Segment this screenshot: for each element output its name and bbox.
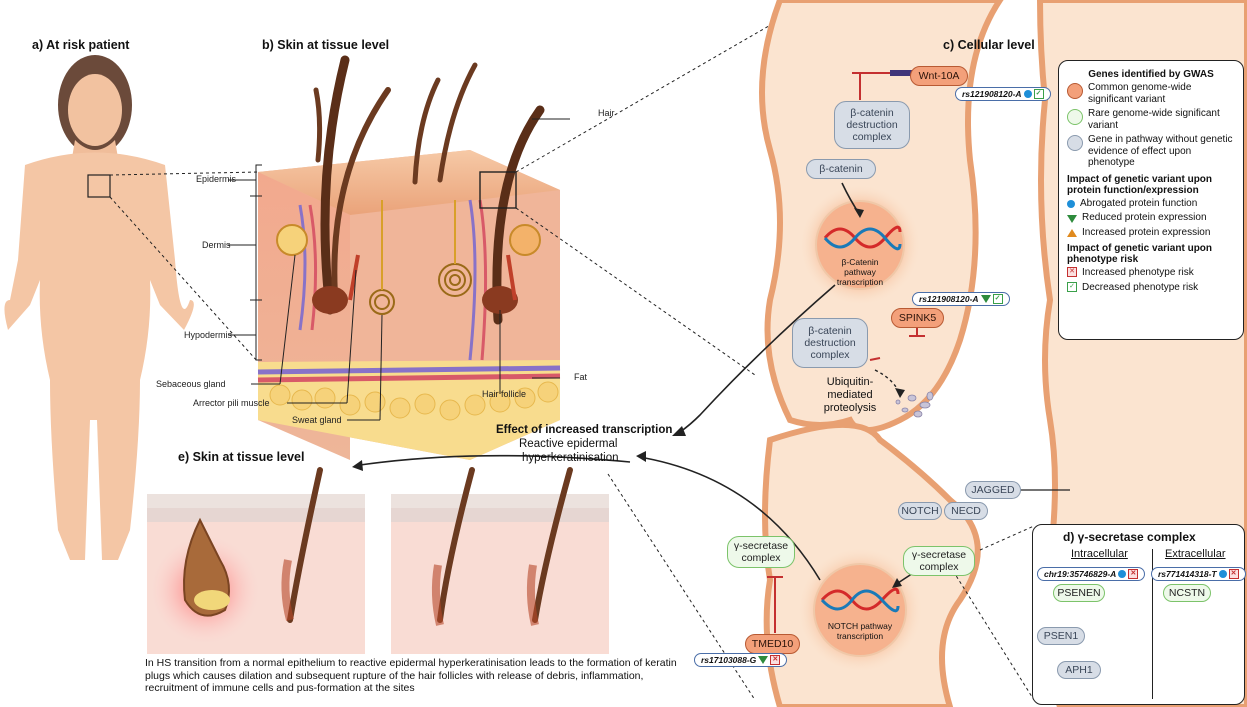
variant-chr19: chr19:35746829-A ✕	[1037, 567, 1145, 581]
legend-increased-text: Increased protein expression	[1082, 227, 1210, 239]
panel-b-title: b) Skin at tissue level	[262, 38, 389, 52]
panel-e-title: e) Skin at tissue level	[178, 450, 304, 464]
gene-aph1: APH1	[1057, 661, 1101, 679]
legend-reduced: Reduced protein expression	[1067, 212, 1235, 224]
label-dermis: Dermis	[202, 240, 231, 250]
legend-abrogated: Abrogated protein function	[1067, 198, 1235, 210]
variant-tmed10-id: rs17103088-G	[701, 655, 756, 665]
down-triangle-icon	[1067, 215, 1077, 223]
orange-circle-icon	[1067, 83, 1083, 99]
skin-sections	[147, 470, 609, 654]
abrogated-icon	[1219, 570, 1227, 578]
reduced-icon	[981, 295, 991, 303]
label-arrector-pili: Arrector pili muscle	[193, 398, 270, 408]
label-epidermis: Epidermis	[196, 174, 236, 184]
gamma-secretase-1: γ-secretase complex	[727, 536, 795, 568]
panel-c-title: c) Cellular level	[943, 38, 1035, 52]
gamma-secretase-panel: d) γ-secretase complex Intracellular Ext…	[1032, 524, 1245, 705]
variant-spink5-id: rs121908120-A	[919, 294, 979, 304]
legend-risk-title: Impact of genetic variant upon phenotype…	[1067, 243, 1235, 265]
gene-ncstn: NCSTN	[1163, 584, 1211, 602]
legend-dec-risk: ✓ Decreased phenotype risk	[1067, 282, 1235, 294]
variant-tmed10: rs17103088-G ✕	[694, 653, 787, 667]
caption: In HS transition from a normal epitheliu…	[145, 657, 695, 695]
reduced-icon	[758, 656, 768, 664]
legend-common: Common genome-wide significant variant	[1067, 82, 1235, 105]
bcat-transcription-label: β-Catenin pathway transcription	[830, 258, 890, 287]
check-icon: ✓	[993, 294, 1003, 304]
variant-ncstn: rs771414318-T ✕	[1151, 567, 1246, 581]
legend-pathway-text: Gene in pathway without genetic evidence…	[1088, 134, 1235, 169]
legend-title: Genes identified by GWAS	[1067, 69, 1235, 80]
effect-title: Effect of increased transcription	[496, 424, 672, 436]
gamma-secretase-2: γ-secretase complex	[903, 546, 975, 576]
legend-reduced-text: Reduced protein expression	[1082, 212, 1207, 224]
panel-a-title: a) At risk patient	[32, 38, 129, 52]
label-hypodermis: Hypodermis	[184, 330, 232, 340]
gene-wnt10a: Wnt-10A	[910, 66, 968, 86]
beta-catenin: β-catenin	[806, 159, 876, 179]
gene-psenen: PSENEN	[1053, 584, 1105, 602]
x-box-icon: ✕	[1067, 267, 1077, 277]
legend-inc-risk-text: Increased phenotype risk	[1082, 267, 1194, 279]
grey-circle-icon	[1067, 135, 1083, 151]
variant-ncstn-id: rs771414318-T	[1158, 569, 1217, 579]
label-sweat-gland: Sweat gland	[292, 415, 342, 425]
blue-dot-icon	[1067, 200, 1075, 208]
effect-line1: Reactive epidermal	[519, 438, 617, 450]
up-triangle-icon	[1067, 229, 1077, 237]
skin-block	[258, 60, 560, 460]
legend-increased: Increased protein expression	[1067, 227, 1235, 239]
panel-d-title: d) γ-secretase complex	[1063, 530, 1196, 544]
variant-wnt10a-id: rs121908120-A	[962, 89, 1022, 99]
notch: NOTCH	[898, 502, 942, 520]
legend-rare-text: Rare genome-wide significant variant	[1088, 108, 1235, 131]
check-box-icon: ✓	[1067, 282, 1077, 292]
legend-protein-title: Impact of genetic variant upon protein f…	[1067, 174, 1235, 196]
legend-abrogated-text: Abrogated protein function	[1080, 198, 1197, 210]
label-hair-follicle: Hair follicle	[482, 389, 526, 399]
legend-pathway: Gene in pathway without genetic evidence…	[1067, 134, 1235, 169]
destruction-complex-2: β-catenin destruction complex	[792, 318, 868, 368]
variant-chr19-id: chr19:35746829-A	[1044, 569, 1116, 579]
abrogated-icon	[1024, 90, 1032, 98]
x-icon: ✕	[1229, 569, 1239, 579]
variant-spink5: rs121908120-A ✓	[912, 292, 1010, 306]
extracellular-label: Extracellular	[1165, 548, 1226, 560]
effect-line2: hyperkeratinisation	[522, 452, 619, 464]
x-icon: ✕	[770, 655, 780, 665]
legend-rare: Rare genome-wide significant variant	[1067, 108, 1235, 131]
necd: NECD	[944, 502, 988, 520]
destruction-complex-1: β-catenin destruction complex	[834, 101, 910, 149]
abrogated-icon	[1118, 570, 1126, 578]
legend-inc-risk: ✕ Increased phenotype risk	[1067, 267, 1235, 279]
intracellular-label: Intracellular	[1071, 548, 1128, 560]
label-fat: Fat	[574, 372, 587, 382]
legend-dec-risk-text: Decreased phenotype risk	[1082, 282, 1198, 294]
label-hair: Hair	[598, 108, 615, 118]
x-icon: ✕	[1128, 569, 1138, 579]
gene-tmed10: TMED10	[745, 634, 800, 654]
gene-psen1: PSEN1	[1037, 627, 1085, 645]
check-icon: ✓	[1034, 89, 1044, 99]
jagged: JAGGED	[965, 481, 1021, 499]
green-circle-icon	[1067, 109, 1083, 125]
legend: Genes identified by GWAS Common genome-w…	[1058, 60, 1244, 340]
patient-figure	[4, 55, 193, 560]
gene-spink5: SPINK5	[891, 308, 944, 328]
legend-common-text: Common genome-wide significant variant	[1088, 82, 1235, 105]
notch-transcription-label: NOTCH pathway transcription	[826, 622, 894, 642]
variant-wnt10a: rs121908120-A ✓	[955, 87, 1051, 101]
label-sebaceous-gland: Sebaceous gland	[156, 379, 226, 389]
ubiquitin-label: Ubiquitin-mediated proteolysis	[808, 376, 892, 416]
